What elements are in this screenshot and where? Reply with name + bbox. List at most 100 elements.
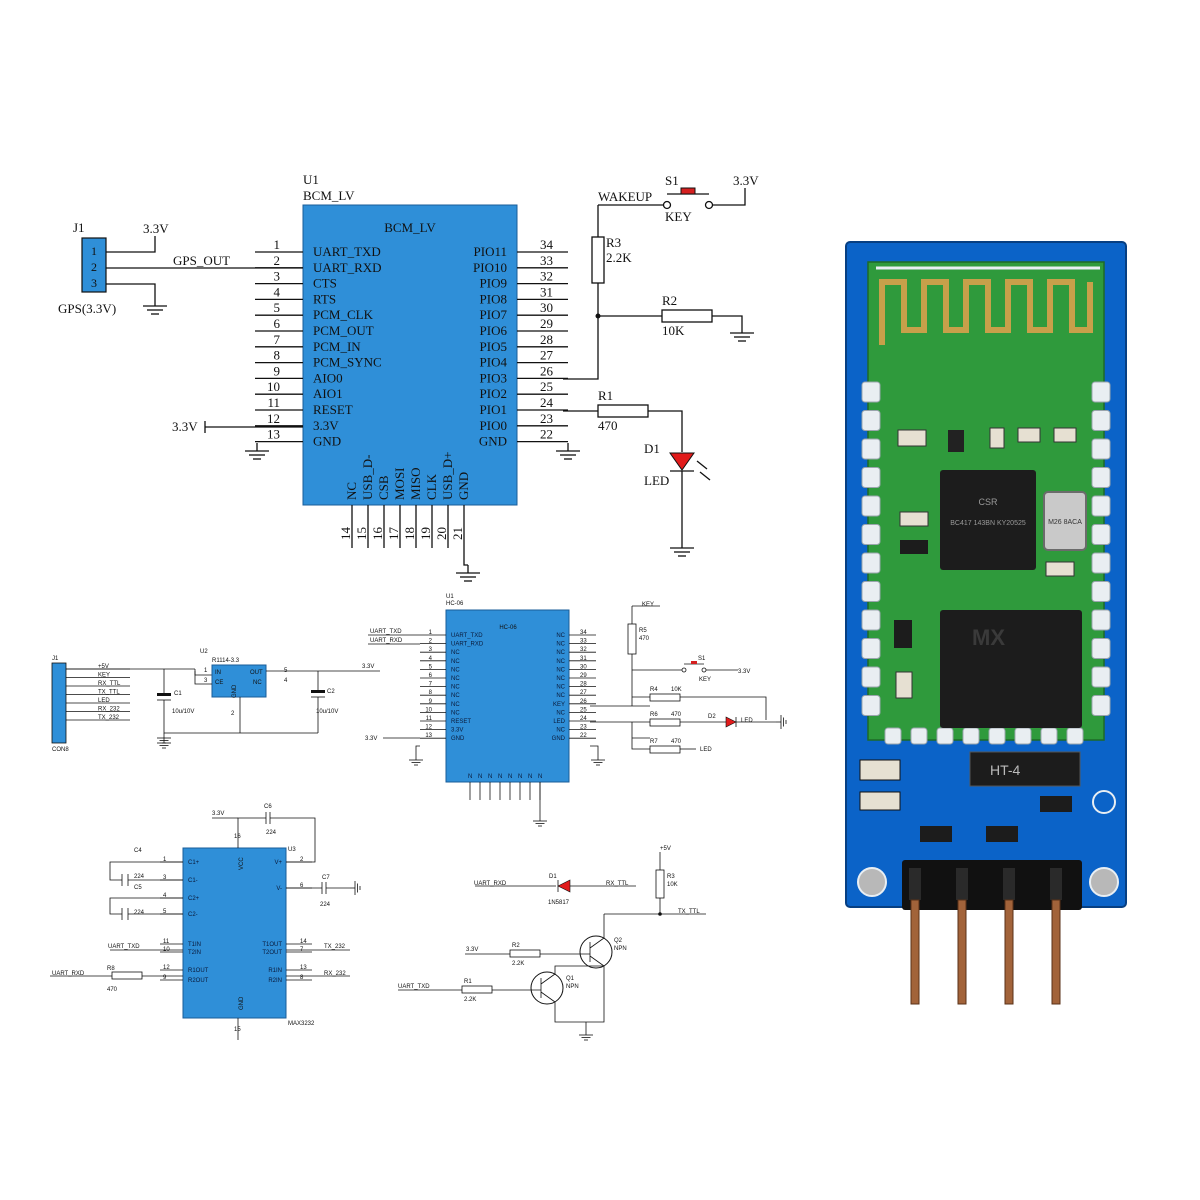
u1-pin-name: PCM_CLK (313, 307, 374, 322)
svg-text:KEY: KEY (642, 602, 654, 608)
u1-pin-name: PIO2 (480, 386, 507, 401)
d1-led-icon (669, 452, 695, 471)
d1-name: LED (644, 473, 669, 488)
u1-pin-name: PCM_OUT (313, 323, 374, 338)
hc06-bottom-pin-name: N (478, 774, 482, 780)
castellated-pad-right (1091, 609, 1111, 631)
hc06-pin-name: NC (556, 659, 565, 665)
header-pin-socket (1050, 868, 1062, 900)
castellated-pad-bottom (962, 727, 980, 745)
header-pin-socket (909, 868, 921, 900)
u1-pin-number: 1 (274, 237, 281, 252)
castellated-pad-right (1091, 695, 1111, 716)
svg-text:LED: LED (700, 747, 712, 753)
svg-text:R7: R7 (650, 739, 658, 745)
u1-pin-name: PIO3 (480, 370, 507, 385)
u1-pin-name: AIO0 (313, 370, 343, 385)
hc06-right-pins: 34NC33NC32NC31NC30NC29NC28NC27NC26KEY25N… (552, 630, 596, 742)
svg-text:3.3V: 3.3V (212, 811, 224, 817)
u1-pin-name: PIO8 (480, 291, 507, 306)
svg-text:R1114-3.3: R1114-3.3 (212, 658, 240, 664)
u1-pin-number: 33 (540, 253, 553, 268)
svg-text:R4: R4 (650, 687, 658, 693)
svg-text:HT-4: HT-4 (990, 762, 1021, 778)
svg-text:224: 224 (320, 902, 331, 908)
castellated-pads (861, 381, 1111, 745)
svg-text:S1: S1 (698, 656, 706, 662)
svg-text:CON8: CON8 (52, 747, 69, 753)
hc06-pin-name: UART_RXD (451, 642, 484, 648)
bcm-lv-chip (302, 204, 518, 506)
hc06-pin-number: 10 (425, 707, 432, 713)
svg-text:3.3V: 3.3V (738, 669, 750, 675)
u1-pin-number: 34 (540, 237, 554, 252)
svg-text:3.3V: 3.3V (365, 736, 377, 742)
castellated-pad-right (1091, 410, 1111, 431)
hc06-pin-number: 2 (429, 639, 433, 645)
svg-text:2.2K: 2.2K (464, 997, 476, 1003)
u1-body-label: BCM_LV (384, 220, 436, 235)
max3232-pin-name: V+ (274, 860, 282, 866)
u1-pin-name: PIO10 (473, 260, 507, 275)
castellated-pad-left (861, 695, 881, 716)
crystal-oscillator (1043, 491, 1087, 551)
max3232-pin-number: 14 (300, 939, 307, 945)
max3232-pin-number: 6 (300, 883, 304, 889)
svg-text:D1: D1 (549, 874, 557, 880)
castellated-pad-left (861, 666, 881, 688)
u1-pin-number: 24 (540, 395, 554, 410)
s1-ref: S1 (665, 173, 679, 188)
svg-text:RX_232: RX_232 (324, 971, 346, 977)
hc06-pin-name: NC (451, 659, 460, 665)
hc06-pin-number: 11 (426, 716, 433, 722)
max3232-pin-name: R1IN (268, 968, 282, 974)
u1-pin-name: PIO7 (480, 307, 508, 322)
svg-text:C2: C2 (327, 689, 335, 695)
hc06-pin-number: 7 (429, 682, 433, 688)
u1-pin-number: 25 (540, 379, 553, 394)
u1-pin-number: 14 (338, 527, 353, 541)
hc06-pin-number: 27 (580, 690, 587, 696)
u1-pin-number: 21 (450, 527, 465, 540)
u1-pin-number: 13 (267, 427, 280, 442)
header-pin-socket (956, 868, 968, 900)
castellated-pad-left (861, 581, 881, 602)
u1-pin-name: NC (344, 482, 359, 500)
hc06-pin-number: 8 (429, 690, 433, 696)
svg-text:UART_RXD: UART_RXD (370, 638, 403, 644)
s1-name: KEY (665, 209, 692, 224)
hc06-pin-name: UART_TXD (451, 633, 483, 639)
con8-net-label: RX_TTL (98, 681, 121, 687)
r3-pullup-resistor (655, 869, 665, 899)
level-shift-schematic: UART_RXD D1 1N5817 RX_TTL +5V R3 10K TX_… (398, 846, 706, 1041)
svg-text:C6: C6 (264, 804, 272, 810)
r2-ref: R2 (662, 293, 677, 308)
castellated-pad-right (1091, 638, 1111, 659)
svg-text:1N5817: 1N5817 (548, 900, 570, 906)
u1-pin-name: PIO1 (480, 402, 507, 417)
svg-text:10K: 10K (667, 882, 678, 888)
u1-pin-name: AIO1 (313, 386, 343, 401)
svg-text:224: 224 (134, 874, 145, 880)
u1-pin-number: 19 (418, 527, 433, 540)
castellated-pad-bottom (884, 727, 902, 745)
hc06-pin-name: GND (552, 736, 566, 742)
header-pin (1004, 899, 1014, 1005)
castellated-pad-right (1091, 438, 1111, 460)
svg-text:2.2K: 2.2K (512, 961, 524, 967)
svg-text:C7: C7 (322, 875, 330, 881)
u1-pin-name: PIO11 (474, 244, 507, 259)
svg-text:C4: C4 (134, 848, 142, 854)
u1-pin-number: 5 (274, 300, 281, 315)
u1-pin-number: 2 (274, 253, 281, 268)
u1-pin-name: MOSI (392, 467, 407, 500)
svg-text:R5: R5 (639, 628, 647, 634)
hc06-pin-name: NC (556, 667, 565, 673)
max3232-pin-name: T2OUT (262, 950, 282, 956)
max3232-pin-number: 8 (300, 975, 304, 981)
max3232-pin-name: R1OUT (188, 968, 209, 974)
u1-pin-name: CSB (376, 475, 391, 500)
